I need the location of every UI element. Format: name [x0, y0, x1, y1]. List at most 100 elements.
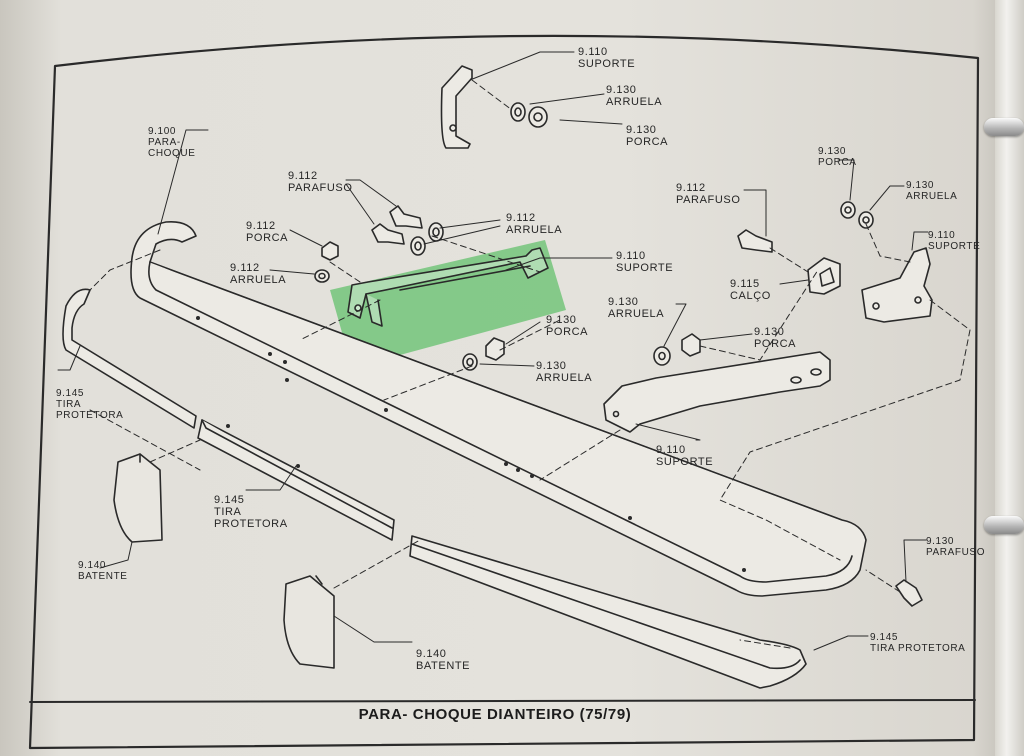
label-name: TIRA: [56, 399, 82, 410]
leader-lines: [57, 51, 929, 651]
label-code: 9.130: [536, 360, 567, 372]
label-parafuso-right: 9.112 PARAFUSO: [676, 182, 741, 206]
label-code: 9.112: [676, 182, 706, 194]
parafuso-bolts-left: [371, 205, 423, 245]
label-name: CALÇO: [730, 290, 771, 302]
batente-mid: [283, 575, 335, 669]
label-suporte-right: 9.110 SUPORTE: [656, 444, 713, 468]
label-name: PARAFUSO: [288, 182, 353, 194]
label-code: 9.112: [506, 212, 536, 224]
label-code: 9.100: [148, 126, 177, 137]
label-name: TIRA PROTETORA: [870, 643, 966, 654]
label-name: ARRUELA: [606, 96, 663, 108]
label-code: 9.130: [926, 536, 955, 547]
label-code: 9.110: [928, 230, 956, 241]
label-name: PARA-: [148, 137, 181, 148]
label-code: 9.115: [730, 278, 760, 290]
label-tira-mid: 9.145 TIRA PROTETORA: [214, 494, 288, 530]
label-suporte-top: 9.110 SUPORTE: [578, 46, 635, 70]
label-batente-left: 9.140 BATENTE: [78, 560, 128, 582]
suporte-bracket-highlighted: [347, 247, 549, 327]
label-arruela-mid2: 9.130 ARRUELA: [536, 360, 592, 384]
label-parafuso-far-right: 9.130 PARAFUSO: [926, 536, 985, 558]
washer-nut-far-right: [840, 201, 874, 229]
label-code: 9.112: [288, 170, 318, 182]
binder-ring-bottom: [984, 516, 1024, 534]
label-name: PARAFUSO: [926, 547, 986, 558]
washer-nut-top: [510, 102, 548, 128]
label-name: ARRUELA: [230, 274, 287, 286]
bumper-bar: [130, 220, 867, 597]
bumper-holes: [196, 316, 746, 572]
diagram-frame: [28, 34, 980, 750]
label-name: SUPORTE: [616, 262, 674, 274]
label-name: ARRUELA: [506, 224, 563, 236]
label-suporte-mid: 9.110 SUPORTE: [616, 250, 673, 274]
label-code: 9.130: [626, 124, 657, 136]
label-name: PORCA: [246, 232, 289, 244]
label-code: 9.110: [616, 250, 646, 262]
label-para-choque: 9.100 PARA- CHOQUE: [148, 126, 196, 159]
label-code: 9.112: [230, 262, 260, 274]
label-porca-right: 9.130 PORCA: [754, 326, 796, 350]
label-code: 9.130: [754, 326, 785, 338]
label-parafuso-left: 9.112 PARAFUSO: [288, 170, 353, 194]
label-name: SUPORTE: [656, 456, 714, 468]
arruela-porca-right: [653, 333, 701, 366]
label-name: PORCA: [626, 136, 669, 148]
protective-strip-right: [409, 535, 807, 689]
label-name: PORCA: [546, 326, 589, 338]
assembly-lines: [89, 79, 971, 649]
label-code: 9.130: [818, 146, 847, 157]
label-arruela-right-top: 9.130 ARRUELA: [906, 180, 957, 202]
label-name: PROTETORA: [214, 518, 288, 530]
label-code: 9.112: [246, 220, 276, 232]
porca-arruela-mid: [462, 337, 505, 371]
label-name: SUPORTE: [578, 58, 636, 70]
label-code: 9.145: [56, 388, 85, 399]
label-calco: 9.115 CALÇO: [730, 278, 771, 302]
protective-strip-mid: [197, 419, 395, 541]
caption-divider: [29, 699, 976, 703]
label-code: 9.130: [906, 180, 935, 191]
label-code: 9.110: [656, 444, 686, 456]
label-tira-right: 9.145 TIRA PROTETORA: [870, 632, 965, 654]
suporte-right: [603, 351, 831, 433]
label-porca-top: 9.130 PORCA: [626, 124, 668, 148]
label-name: PORCA: [754, 338, 797, 350]
protective-strip-left: [62, 288, 197, 429]
label-name: ARRUELA: [536, 372, 593, 384]
batente-left: [113, 453, 163, 543]
label-name: PARAFUSO: [676, 194, 741, 206]
label-suporte-right-top: 9.110 SUPORTE: [928, 230, 980, 252]
label-code: 9.110: [578, 46, 608, 58]
suporte-far-right: [861, 247, 933, 323]
label-code: 9.130: [606, 84, 637, 96]
label-arruela-right: 9.130 ARRUELA: [608, 296, 664, 320]
label-name: BATENTE: [78, 571, 128, 582]
label-name: ARRUELA: [906, 191, 958, 202]
diagram-caption: PARA- CHOQUE DIANTEIRO (75/79): [358, 706, 632, 723]
label-code: 9.145: [870, 632, 899, 643]
binder-ring-top: [984, 118, 1024, 136]
highlight-region: [330, 240, 566, 368]
label-name: BATENTE: [416, 660, 471, 672]
label-code: 9.130: [546, 314, 577, 326]
parafuso-far-right: [895, 579, 923, 607]
label-code: 9.140: [416, 648, 447, 660]
label-arruela-top: 9.130 ARRUELA: [606, 84, 662, 108]
label-name: SUPORTE: [928, 241, 981, 252]
label-code: 9.145: [214, 494, 245, 506]
porca-arruela-left: [314, 241, 339, 283]
label-porca-mid: 9.130 PORCA: [546, 314, 588, 338]
label-arruela-left: 9.112 ARRUELA: [230, 262, 286, 286]
label-batente-mid: 9.140 BATENTE: [416, 648, 470, 672]
label-code: 9.130: [608, 296, 639, 308]
label-name: ARRUELA: [608, 308, 665, 320]
label-porca-right-top: 9.130 PORCA: [818, 146, 857, 168]
suporte-top: [440, 65, 473, 149]
label-tira-left: 9.145 TIRA PROTETORA: [56, 388, 123, 421]
parafuso-calco-right: [737, 229, 841, 295]
